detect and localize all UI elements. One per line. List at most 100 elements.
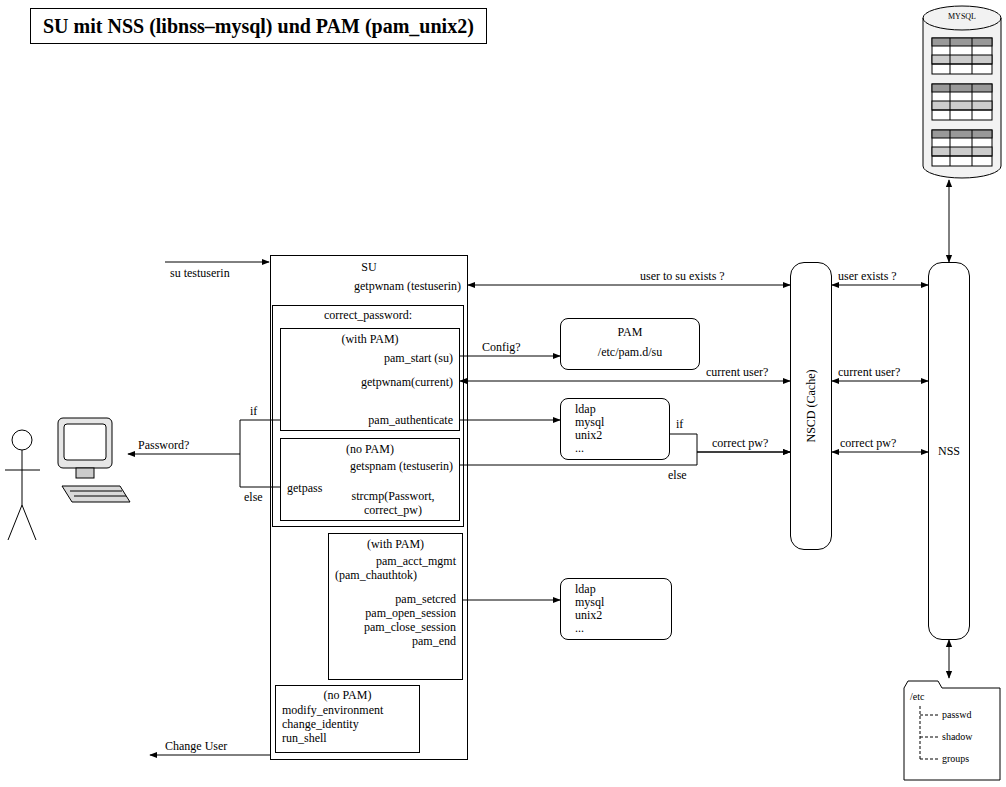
cylinder-body [923, 6, 1001, 178]
flow-label: else [668, 468, 687, 482]
table-grid [932, 84, 992, 120]
pam-session-box: (with PAM) pam_acct_mgmt(pam_chauthtok)pa… [328, 533, 463, 680]
node-text: pam_close_session [364, 620, 456, 634]
edge-label: correct pw? [712, 436, 768, 450]
connector-arrow [460, 420, 560, 421]
node-text: NSCD (Cache) [804, 370, 818, 443]
table-row [932, 55, 992, 64]
node-text: pam_start (su) [384, 351, 453, 365]
node-text: change_identity [282, 717, 359, 731]
flow-label: if [676, 417, 683, 431]
flow-label: su testuserin [170, 266, 230, 280]
connector-arrow [832, 381, 928, 382]
table-header [932, 38, 992, 46]
program-box: SU getpwnam (testuserin) correct_password:… [270, 255, 468, 760]
connector-arrow [460, 452, 790, 465]
edge-label: user to su exists ? [640, 269, 725, 283]
node-text: modify_environment [282, 703, 383, 717]
node-text: /etc/pam.d/su [598, 345, 662, 359]
table-line [950, 130, 951, 166]
module-box: ldapmysqlunix2... [560, 578, 672, 640]
node-text: shadow [942, 730, 973, 743]
table-header [932, 84, 992, 92]
table-line [950, 38, 951, 74]
node-text: getpwnam (testuserin) [354, 279, 461, 293]
database-cylinder: MYSQL [922, 4, 1002, 180]
node-text: getpass [287, 481, 322, 495]
pam-branch-box: (with PAM) pam_start (su) getpwnam(current… [280, 328, 460, 431]
function-box: correct_password: (with PAM) pam_start (su… [272, 305, 464, 527]
flow-label: Password? [138, 438, 189, 452]
connector-arrow [460, 356, 560, 357]
node-text: strcmp(Passwort, correct_pw) [333, 489, 453, 517]
table-line [932, 64, 992, 65]
node-text: MYSQL [948, 11, 976, 22]
connector-arrow [670, 434, 790, 452]
node-text: ldap [575, 582, 596, 596]
node-text: unix2 [575, 428, 602, 442]
table-grid [932, 38, 992, 74]
config-box: PAM/etc/pam.d/su [560, 318, 700, 370]
table-line [932, 110, 992, 111]
node-text: pam_open_session [365, 606, 456, 620]
nopam-session-box: (no PAM)modify_environmentchange_identit… [275, 685, 420, 753]
node-text: getspnam (testuserin) [350, 459, 453, 473]
node-text: run_shell [282, 731, 327, 745]
connector-arrow [460, 381, 790, 382]
node-text: (pam_chauthtok) [335, 568, 417, 582]
connector-arrow [468, 285, 790, 286]
flow-label: else [244, 490, 263, 504]
cylinder-shape [922, 4, 1002, 180]
node-text: mysql [575, 415, 604, 429]
edge-label: Config? [482, 340, 521, 354]
computer-icon [58, 418, 130, 502]
table-line [950, 84, 951, 120]
node-text: getpwnam(current) [361, 375, 453, 389]
user-figure [5, 430, 40, 540]
table-header [932, 130, 992, 138]
edge-label: current user? [838, 365, 900, 379]
node-text: (no PAM) [324, 688, 372, 702]
node-text: groups [942, 752, 969, 765]
cache-band: NSCD (Cache) [790, 262, 832, 550]
node-text: pam_end [412, 634, 456, 648]
flow-label: Change User [165, 739, 227, 753]
node-text: correct_password: [324, 308, 412, 322]
diagram-title: SU mit NSS (libnss–mysql) und PAM (pam_u… [30, 8, 487, 44]
edge-label: correct pw? [840, 436, 896, 450]
node-text: pam_acct_mgmt [376, 554, 456, 568]
node-text: /etc [910, 690, 924, 703]
table-line [972, 130, 973, 166]
node-text: PAM [618, 325, 643, 339]
tree-line [920, 706, 938, 759]
node-text: unix2 [575, 608, 602, 622]
folder-icon: /etc passwd shadow groups [902, 678, 1002, 782]
module-box: ldapmysqlunix2... [560, 398, 670, 460]
node-text: mysql [575, 595, 604, 609]
flow-label: if [250, 404, 257, 418]
connector-arrow [949, 640, 950, 678]
connector-arrow [832, 452, 928, 453]
table-line [932, 156, 992, 157]
node-text: pam_setcred [395, 592, 456, 606]
connector-arrow [832, 285, 928, 286]
node-text: passwd [942, 708, 971, 721]
node-text: ldap [575, 402, 596, 416]
node-text: SU [361, 260, 376, 274]
table-line [972, 84, 973, 120]
edge-label: current user? [706, 365, 768, 379]
connector-arrow [949, 180, 950, 262]
leader-lines [128, 262, 280, 755]
table-grid [932, 130, 992, 166]
nss-band: NSS [928, 262, 970, 640]
node-text: (with PAM) [341, 332, 398, 346]
table-row [932, 147, 992, 156]
node-text: ... [575, 441, 584, 455]
table-line [972, 38, 973, 74]
table-row [932, 101, 992, 110]
node-text: (with PAM) [367, 537, 424, 551]
node-text: NSS [938, 444, 960, 458]
